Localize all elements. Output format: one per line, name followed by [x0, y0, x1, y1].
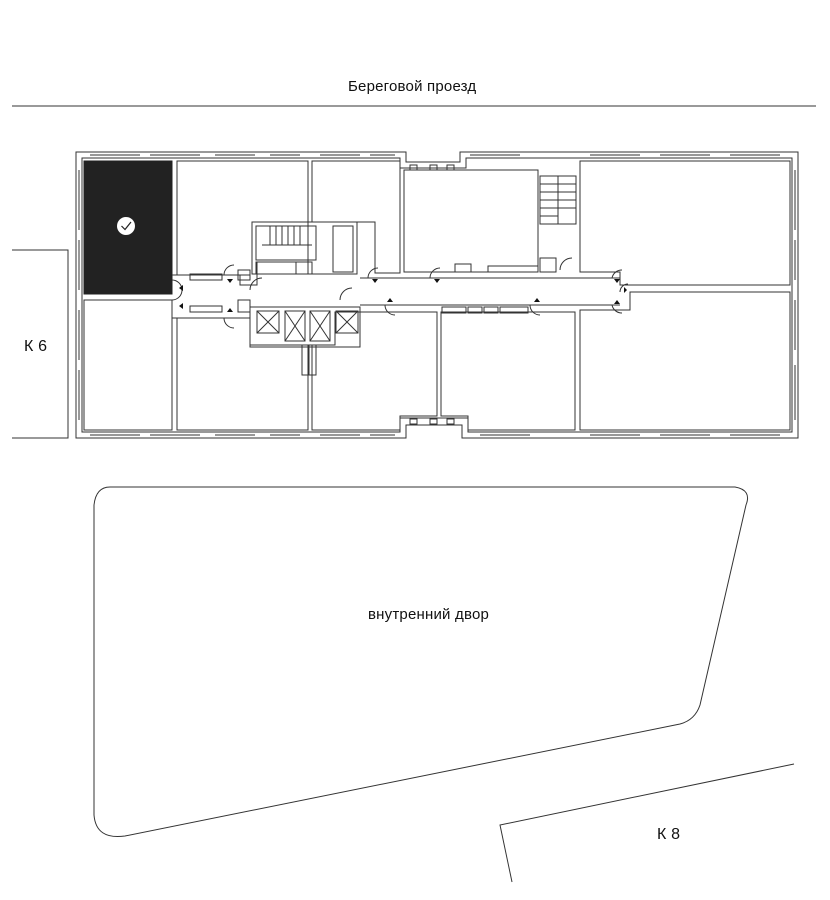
- building-k6-label: К 6: [24, 338, 48, 355]
- building-k6-outline: [12, 249, 69, 439]
- courtyard-outline: [93, 486, 749, 838]
- unit-8[interactable]: [440, 311, 576, 431]
- stair-core: [251, 221, 358, 275]
- unit-6-area: [311, 311, 438, 431]
- unit-10[interactable]: [579, 291, 791, 431]
- unit-7[interactable]: [403, 169, 539, 273]
- building-k8-outline: [499, 763, 795, 883]
- unit-8-area: [440, 311, 576, 431]
- unit-2[interactable]: [83, 299, 173, 431]
- street-label: Береговой проезд: [348, 78, 477, 95]
- check-icon: [117, 217, 135, 235]
- unit-9[interactable]: [579, 160, 791, 286]
- courtyard-label: внутренний двор: [368, 606, 490, 623]
- unit-2-area: [83, 299, 173, 431]
- unit-4[interactable]: [176, 317, 309, 431]
- door-markers: [179, 279, 627, 312]
- unit-6[interactable]: [311, 311, 438, 431]
- corridor: [172, 257, 620, 319]
- unit-9-area: [579, 160, 791, 286]
- window-marks: [78, 154, 796, 436]
- service-stair: [539, 175, 577, 225]
- building-k8-label: К 8: [657, 826, 681, 843]
- unit-5[interactable]: [311, 160, 401, 274]
- unit-10-area: [579, 291, 791, 431]
- unit-3[interactable]: [176, 160, 309, 286]
- unit-4-area: [176, 317, 309, 431]
- unit-3-area: [176, 160, 309, 286]
- door-swings: [171, 257, 629, 329]
- lift-core: [249, 306, 361, 376]
- unit-5-area: [311, 160, 401, 274]
- unit-7-area: [403, 169, 539, 273]
